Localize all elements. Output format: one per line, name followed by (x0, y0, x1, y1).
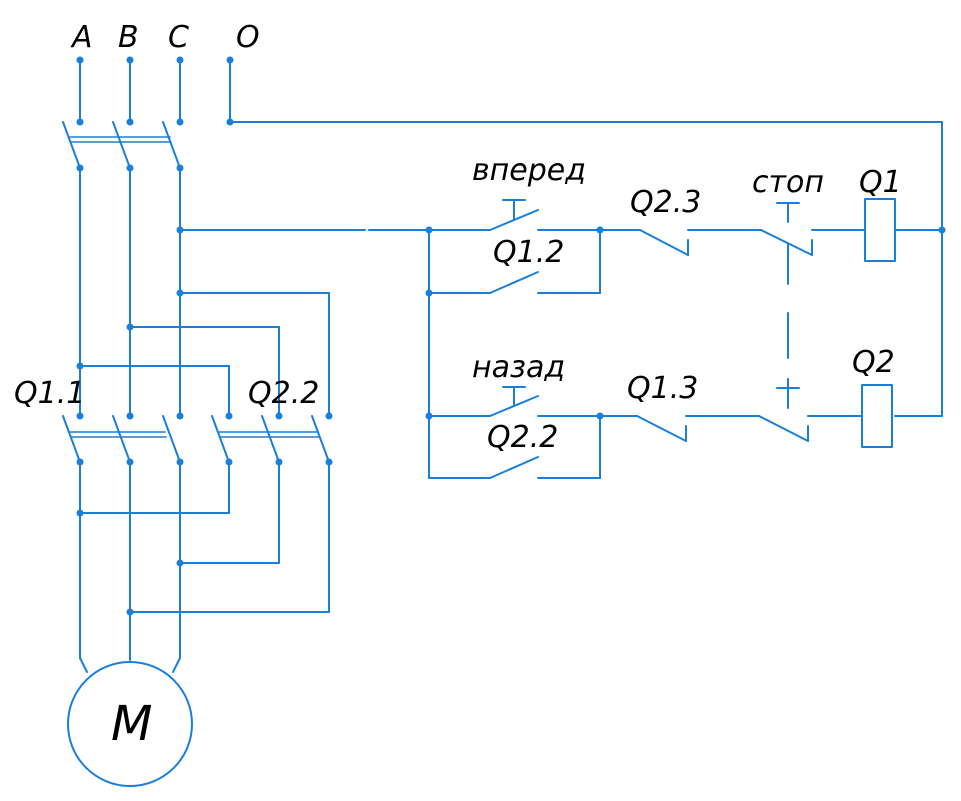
q2-3-contact-label: Q2.3 (630, 185, 701, 220)
stop-button-label: стоп (752, 165, 824, 200)
q1-coil-label: Q1 (859, 165, 902, 200)
q1-1-contactor-label: Q1.1 (14, 376, 85, 411)
backward-button-label: назад (472, 350, 565, 385)
q1-3-contact-label: Q1.3 (627, 371, 698, 406)
contactor-q1-1 (62, 415, 181, 463)
contactor-q2-2-main (211, 415, 330, 463)
backward-branch (428, 378, 893, 479)
motor-feed (79, 461, 330, 673)
forward-branch (428, 198, 896, 479)
q2-2-contact-label: Q2.2 (487, 420, 558, 455)
power-lines (79, 59, 943, 417)
main-breaker (62, 121, 181, 169)
q2-coil-label: Q2 (852, 345, 895, 380)
junction-dots (76, 56, 946, 616)
motor-label: M (111, 696, 152, 752)
phase-label-o: O (236, 20, 260, 55)
phase-label-a: A (70, 20, 93, 55)
forward-button-label: вперед (472, 153, 586, 188)
q2-2-contactor-label: Q2.2 (248, 376, 319, 411)
phase-label-c: C (168, 20, 189, 55)
phase-label-b: B (118, 20, 139, 55)
q1-2-contact-label: Q1.2 (493, 235, 564, 270)
motor: M (67, 661, 193, 787)
